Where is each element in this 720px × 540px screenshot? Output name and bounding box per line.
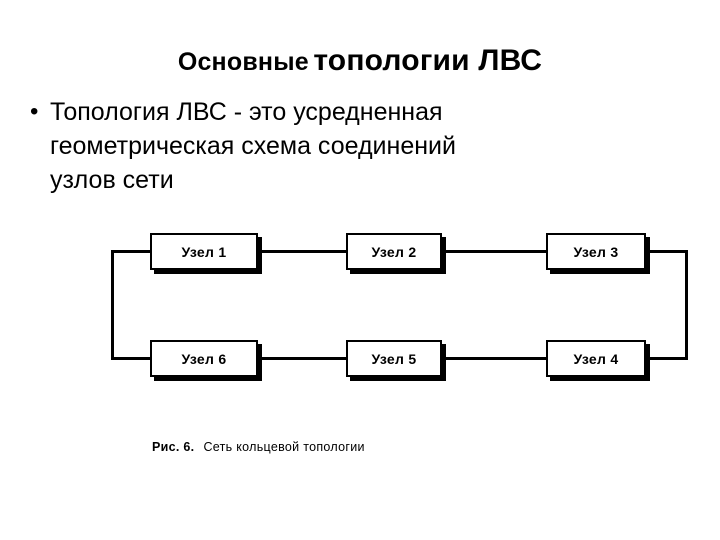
- diagram-node-5-label: Узел 5: [371, 350, 417, 367]
- diagram-node-1[interactable]: Узел 1: [150, 233, 258, 270]
- figure-caption: Рис. 6. Сеть кольцевой топологии: [152, 440, 365, 454]
- figure-caption-text: Сеть кольцевой топологии: [203, 440, 365, 454]
- bullet-item-text: Топология ЛВС - это усредненная геометри…: [50, 98, 456, 194]
- connector-link-4-right-stub: [646, 357, 688, 360]
- diagram-node-3[interactable]: Узел 3: [546, 233, 646, 270]
- connector-link-left-riser: [111, 250, 114, 360]
- connector-link-5-4: [442, 357, 546, 360]
- diagram-node-6-label: Узел 6: [181, 350, 227, 367]
- connector-link-3-right-stub: [646, 250, 688, 253]
- connector-link-1-left-stub: [111, 250, 150, 253]
- diagram-node-4-label: Узел 4: [573, 350, 619, 367]
- diagram-node-4[interactable]: Узел 4: [546, 340, 646, 377]
- page-title-lead: Основные: [177, 48, 309, 76]
- connector-link-6-left-stub: [111, 357, 150, 360]
- diagram-node-3-label: Узел 3: [573, 243, 619, 260]
- connector-link-2-3: [442, 250, 546, 253]
- list-item: • Топология ЛВС - это усредненная геомет…: [30, 95, 500, 197]
- diagram-node-6[interactable]: Узел 6: [150, 340, 258, 377]
- connector-link-1-2: [258, 250, 346, 253]
- diagram-node-2[interactable]: Узел 2: [346, 233, 442, 270]
- figure-caption-number: Рис. 6.: [152, 440, 195, 454]
- connector-link-6-5: [258, 357, 346, 360]
- bullet-list: • Топология ЛВС - это усредненная геомет…: [30, 95, 500, 197]
- diagram-node-5[interactable]: Узел 5: [346, 340, 442, 377]
- connector-link-right-riser: [685, 250, 688, 360]
- diagram-node-2-label: Узел 2: [371, 243, 417, 260]
- page-title: Основные топологии ЛВС: [0, 44, 720, 78]
- diagram-node-1-label: Узел 1: [181, 243, 227, 260]
- page-title-emphasis: топологии ЛВС: [313, 44, 543, 77]
- bullet-marker-icon: •: [30, 98, 39, 125]
